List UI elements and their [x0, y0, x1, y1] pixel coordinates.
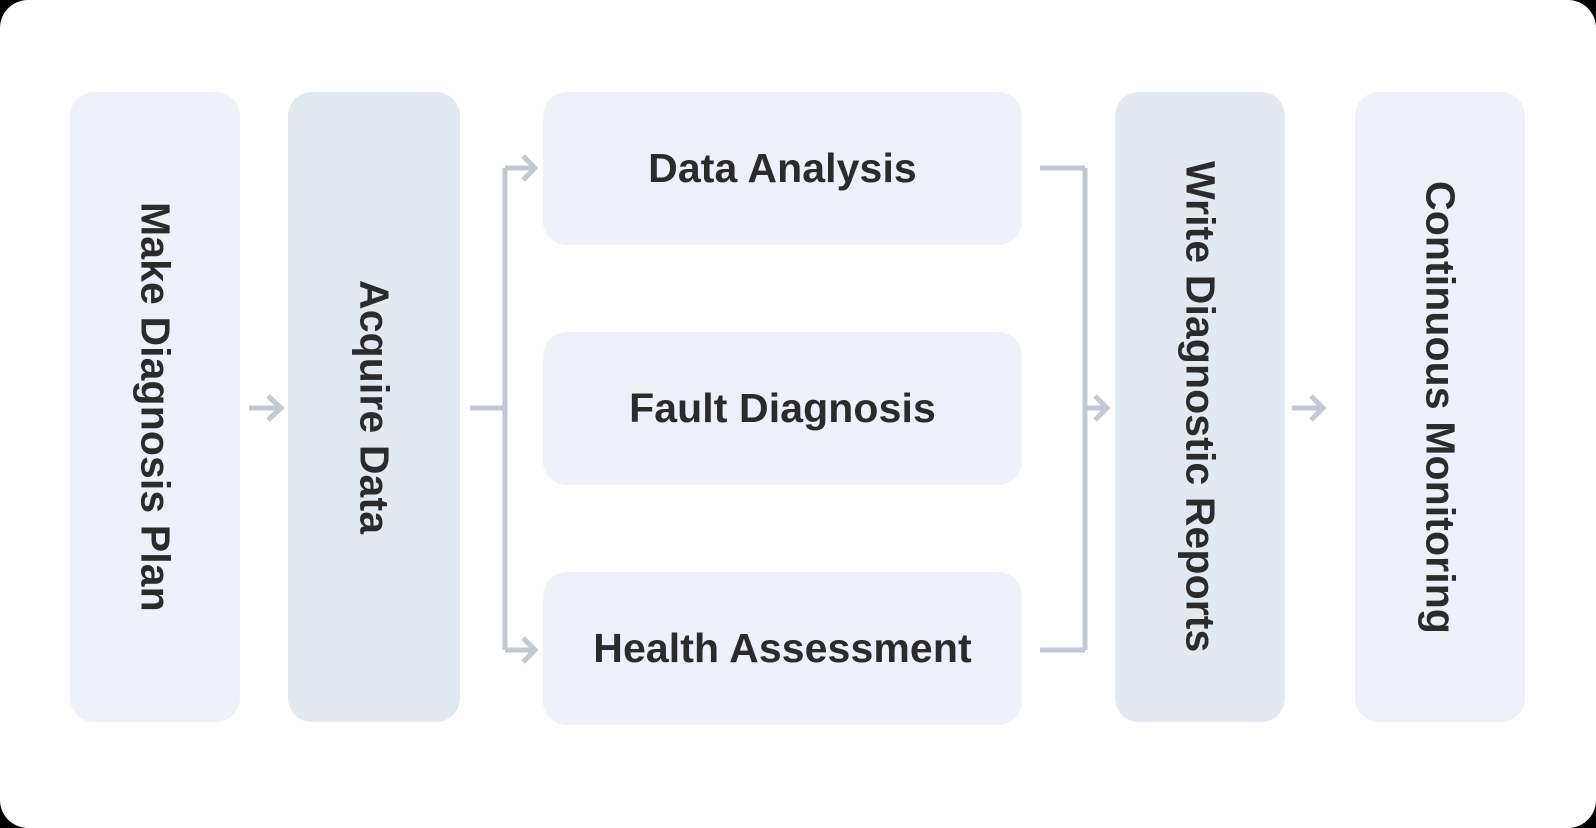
edge-reports-to-monitoring [1292, 394, 1327, 422]
node-label: Data Analysis [648, 145, 917, 191]
node-health-assessment[interactable]: Health Assessment [543, 572, 1022, 725]
edge-acquire-split [470, 154, 539, 664]
node-label: Make Diagnosis Plan [132, 202, 179, 612]
node-data-analysis[interactable]: Data Analysis [543, 92, 1022, 245]
node-label: Health Assessment [593, 625, 972, 671]
node-label: Acquire Data [351, 279, 398, 535]
node-fault-diagnosis[interactable]: Fault Diagnosis [543, 332, 1022, 485]
edge-merge-to-reports [1040, 165, 1111, 653]
node-label: Continuous Monitoring [1417, 180, 1464, 634]
node-make-diagnosis-plan[interactable]: Make Diagnosis Plan [70, 92, 240, 722]
node-acquire-data[interactable]: Acquire Data [288, 92, 460, 722]
edge-plan-to-acquire [249, 394, 285, 422]
node-label: Write Diagnostic Reports [1177, 161, 1224, 653]
node-label: Fault Diagnosis [629, 385, 936, 431]
node-continuous-monitoring[interactable]: Continuous Monitoring [1355, 92, 1525, 722]
node-write-diagnostic-reports[interactable]: Write Diagnostic Reports [1115, 92, 1285, 722]
